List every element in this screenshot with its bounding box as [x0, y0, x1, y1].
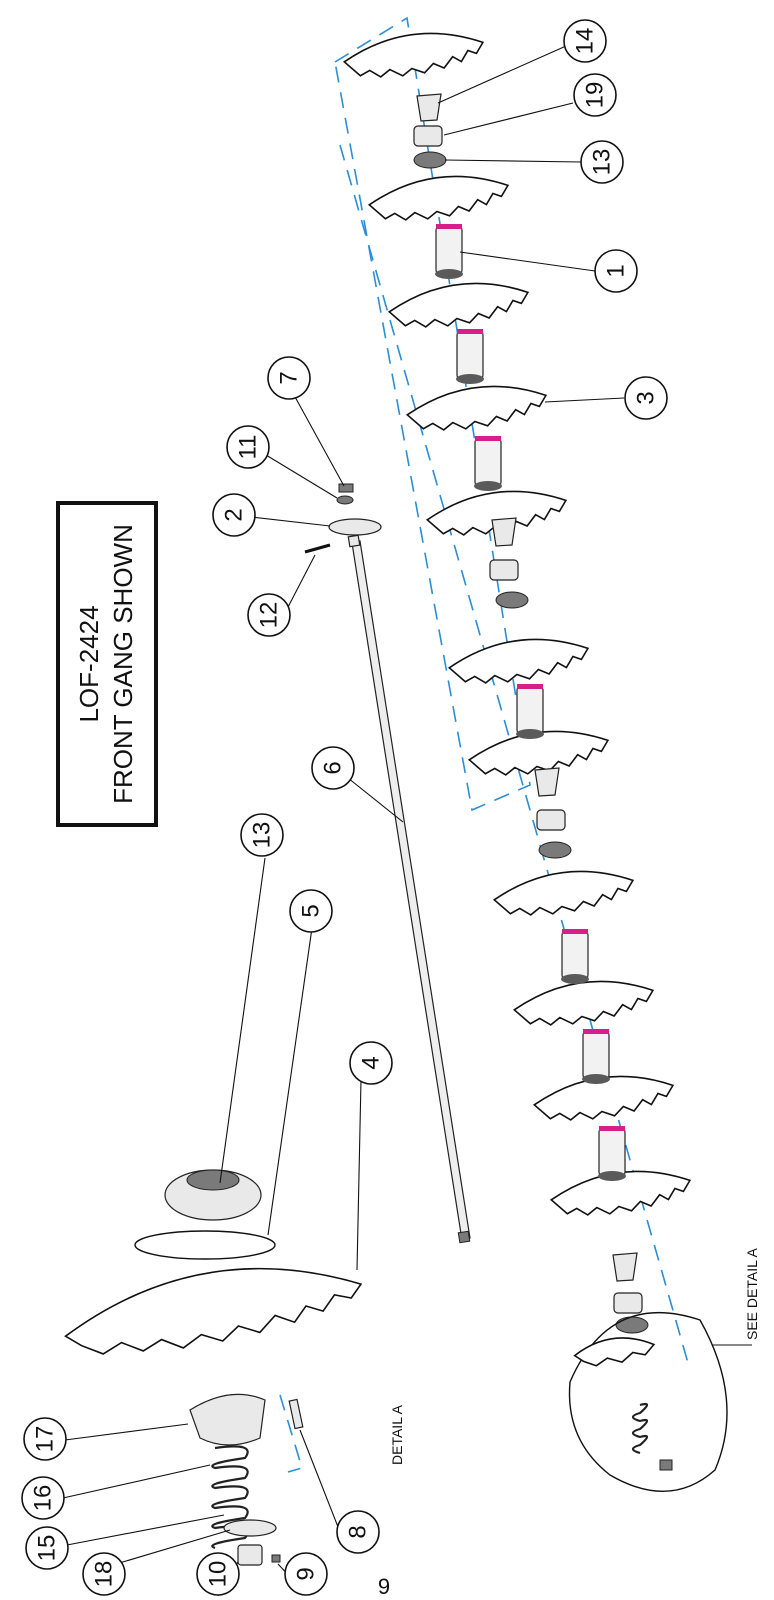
svg-text:9: 9	[293, 1567, 320, 1580]
callout-bubble: 16	[21, 1476, 65, 1520]
callout-bubble: 13	[240, 813, 284, 857]
item-5-washer	[134, 1230, 276, 1260]
item-10-nut	[237, 1544, 263, 1566]
svg-text:13: 13	[249, 822, 276, 849]
spacer-spool	[516, 684, 544, 739]
callout-bubble: 7	[267, 356, 311, 400]
callout-bubble: 6	[311, 746, 355, 790]
bearing-group	[413, 93, 447, 169]
page-number: 9	[378, 1574, 390, 1599]
gang-assembly-outline	[334, 16, 691, 1371]
disc-blade	[405, 385, 548, 431]
svg-text:1: 1	[603, 264, 630, 277]
callout-bubble: 1	[594, 249, 638, 293]
see-detail-a-label: SEE DETAIL A	[744, 1248, 760, 1340]
detail-spring-mini	[631, 1402, 649, 1455]
svg-text:3: 3	[633, 391, 660, 404]
disc-blade	[342, 32, 485, 78]
spacer-spools	[435, 224, 626, 1181]
svg-text:5: 5	[298, 904, 325, 917]
callout-bubble: 18	[82, 1552, 126, 1596]
svg-text:12: 12	[256, 602, 283, 629]
disc-blade	[512, 980, 655, 1026]
callout-bubble: 5	[289, 889, 333, 933]
callout-bubble: 8	[336, 1510, 380, 1554]
svg-text:14: 14	[572, 28, 599, 55]
svg-text:11: 11	[235, 435, 262, 460]
callout-bubble: 10	[196, 1552, 240, 1596]
svg-text:7: 7	[276, 371, 303, 384]
disc-blade	[447, 638, 590, 684]
callout-bubble: 19	[573, 73, 617, 117]
disc-blade	[387, 282, 530, 328]
detail-a-callout-region	[568, 1312, 728, 1492]
callout-bubble: 3	[624, 376, 668, 420]
svg-text:2: 2	[221, 508, 248, 521]
title-block: LOF-2424 FRONT GANG SHOWN	[56, 501, 158, 827]
detail-a-label: DETAIL A	[389, 1404, 405, 1465]
item-8-bolt	[288, 1398, 304, 1430]
bearing-groups	[413, 93, 649, 1334]
disc-blade	[425, 490, 568, 536]
leader-lines	[62, 45, 625, 1597]
callout-bubble: 15	[25, 1526, 69, 1570]
svg-text:8: 8	[345, 1525, 372, 1538]
item-9-pin	[271, 1554, 281, 1563]
callout-bubble: 2	[212, 493, 256, 537]
callout-bubble: 14	[563, 19, 607, 63]
svg-text:19: 19	[582, 82, 609, 109]
gang-shaft	[347, 534, 471, 1244]
spacer-spool	[456, 329, 484, 384]
bearing-group	[612, 1252, 649, 1334]
title-line-2: FRONT GANG SHOWN	[108, 524, 138, 804]
svg-text:6: 6	[320, 761, 347, 774]
disc-blade	[367, 175, 510, 221]
disc-blades	[342, 32, 692, 1216]
callout-bubble: 13	[580, 140, 624, 184]
svg-text:10: 10	[205, 1561, 232, 1588]
spacer-spool	[598, 1126, 626, 1181]
callout-bubble: 11	[226, 425, 270, 469]
disc-blade	[467, 730, 610, 776]
callout-bubble: 9	[284, 1552, 328, 1596]
item-18-washer	[223, 1519, 277, 1537]
shaft-end-hardware	[304, 483, 382, 554]
spacer-spool	[435, 224, 463, 279]
spacer-spool	[474, 436, 502, 491]
svg-text:16: 16	[30, 1485, 57, 1512]
svg-text:4: 4	[358, 1056, 385, 1069]
svg-text:15: 15	[34, 1535, 61, 1562]
title-line-1: LOF-2424	[74, 605, 104, 722]
svg-text:13: 13	[589, 149, 616, 176]
callout-bubbles: 14 19 13 1 3 7 11 2 12 6 13	[21, 19, 668, 1596]
item-4-blade	[64, 1267, 363, 1355]
disc-blade	[532, 1075, 675, 1121]
item-17-housing	[189, 1393, 266, 1446]
detail-a-view	[64, 1169, 363, 1566]
bearing-group	[489, 517, 529, 609]
disc-blade	[549, 1170, 692, 1216]
callout-bubble: 4	[349, 1041, 393, 1085]
svg-text:18: 18	[91, 1561, 118, 1588]
callout-bubble: 17	[23, 1417, 67, 1461]
spacer-spool	[582, 1029, 610, 1084]
svg-text:17: 17	[32, 1426, 59, 1453]
bearing-group	[534, 767, 572, 859]
disc-blade	[492, 870, 635, 916]
spacer-spool	[561, 929, 589, 984]
callout-bubble: 12	[247, 593, 291, 637]
